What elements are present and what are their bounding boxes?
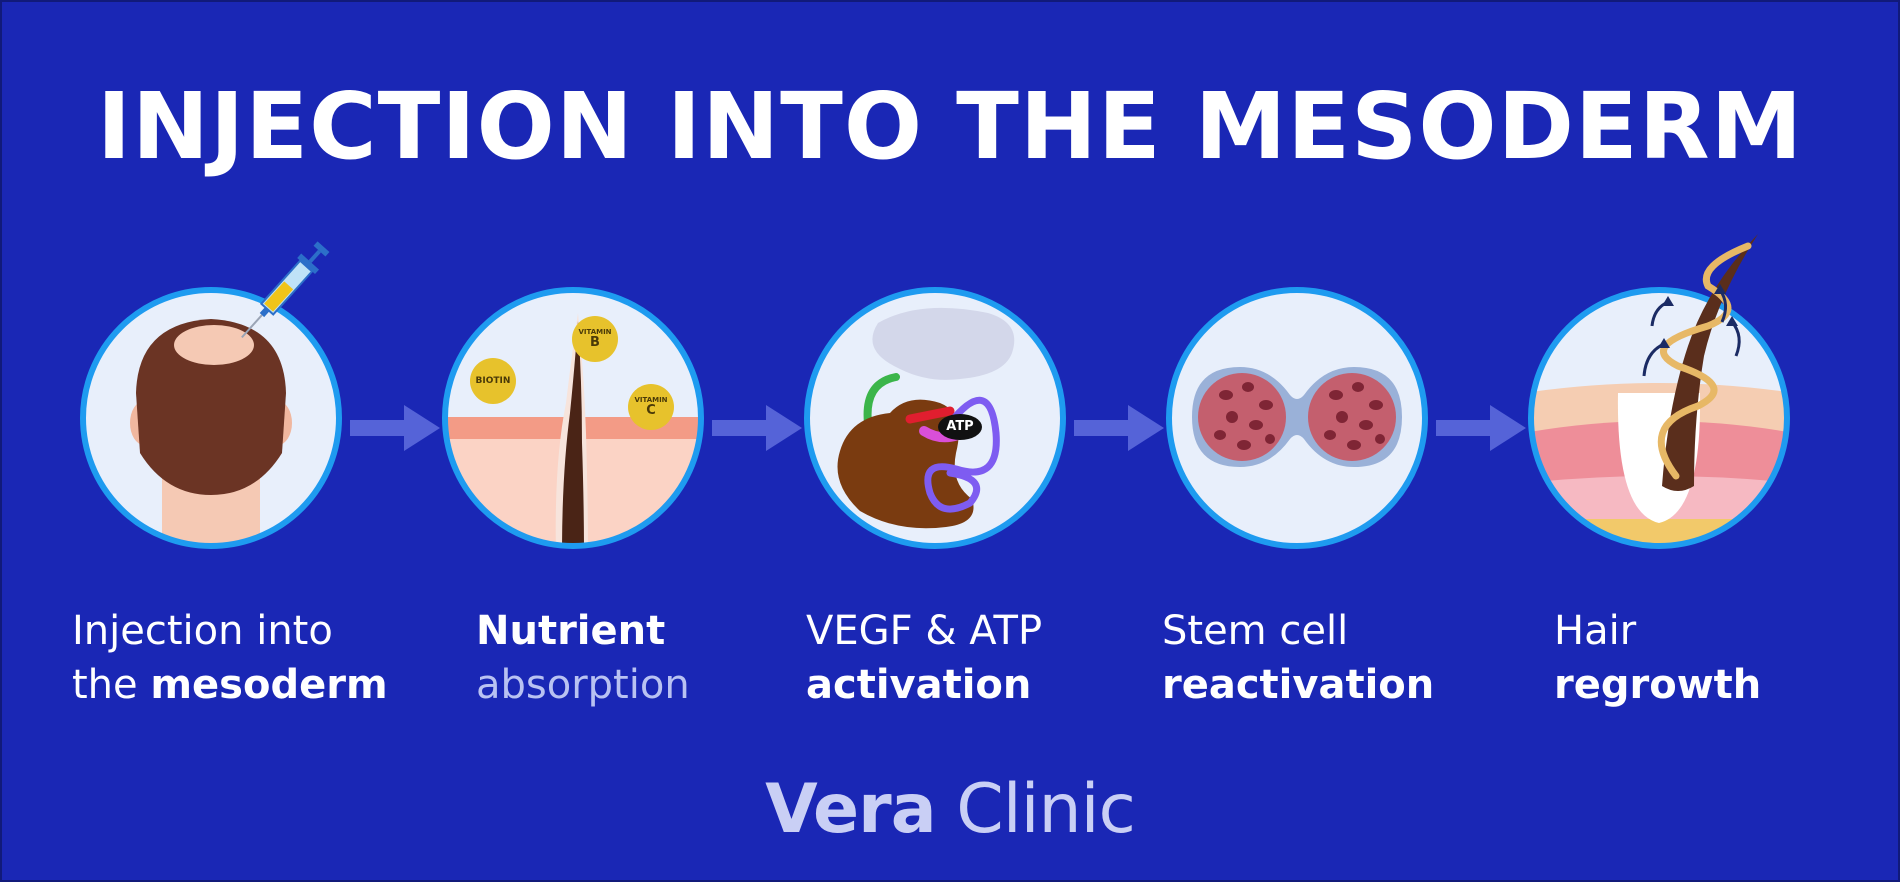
caption-3-line-2: activation	[806, 662, 1032, 708]
vitamin-b-letter: B	[590, 335, 600, 350]
vera-clinic-logo: Vera Clinic	[0, 770, 1900, 850]
caption-step-5: Hair regrowth	[1554, 604, 1884, 712]
vitamin-c-letter: C	[646, 403, 656, 418]
arrow-right-icon	[350, 405, 440, 451]
step-vegf-atp-illustration	[800, 283, 1070, 553]
vitamin-c-label-top: VITAMIN	[634, 396, 668, 404]
caption-step-1: Injection into the mesoderm	[72, 604, 402, 712]
caption-1-line-2a: the	[72, 662, 151, 708]
step-hair-regrowth-illustration	[1524, 283, 1794, 553]
logo-part-clinic: Clinic	[935, 770, 1136, 849]
vitamin-b-badge: VITAMIN B	[572, 316, 618, 362]
logo-part-vera: Vera	[765, 770, 936, 849]
caption-step-3: VEGF & ATP activation	[806, 604, 1136, 712]
atp-label: ATP	[946, 419, 974, 434]
vitamin-c-badge: VITAMIN C	[628, 384, 674, 430]
caption-3-line-1: VEGF & ATP	[806, 608, 1043, 654]
page-title: INJECTION INTO THE MESODERM	[96, 73, 1804, 180]
arrow-right-icon	[1436, 405, 1526, 451]
caption-1-line-2b: mesoderm	[150, 662, 388, 708]
caption-4-line-2: reactivation	[1162, 662, 1435, 708]
syringe-icon	[241, 241, 330, 339]
caption-5-line-2: regrowth	[1554, 662, 1762, 708]
arrow-right-icon	[1074, 405, 1164, 451]
caption-1-line-1: Injection into	[72, 608, 333, 654]
caption-step-4: Stem cell reactivation	[1162, 604, 1492, 712]
cell-texture	[1214, 382, 1385, 450]
caption-step-2: Nutrient absorption	[476, 604, 806, 712]
hair-strand	[562, 321, 584, 546]
protein-blob	[872, 307, 1015, 380]
vitamin-b-label-top: VITAMIN	[578, 328, 612, 336]
thinning-scalp	[174, 325, 254, 365]
hair-strand-icon	[1642, 234, 1758, 491]
step-injection-illustration	[76, 283, 346, 553]
caption-4-line-1: Stem cell	[1162, 608, 1349, 654]
arrow-right-icon	[712, 405, 802, 451]
caption-2-line-1: Nutrient	[476, 608, 666, 654]
biotin-badge: BIOTIN	[470, 358, 516, 404]
caption-5-line-1: Hair	[1554, 608, 1637, 654]
caption-2-line-2: absorption	[476, 662, 690, 708]
head-hair	[136, 319, 286, 495]
step-stem-cell-illustration	[1162, 283, 1432, 553]
